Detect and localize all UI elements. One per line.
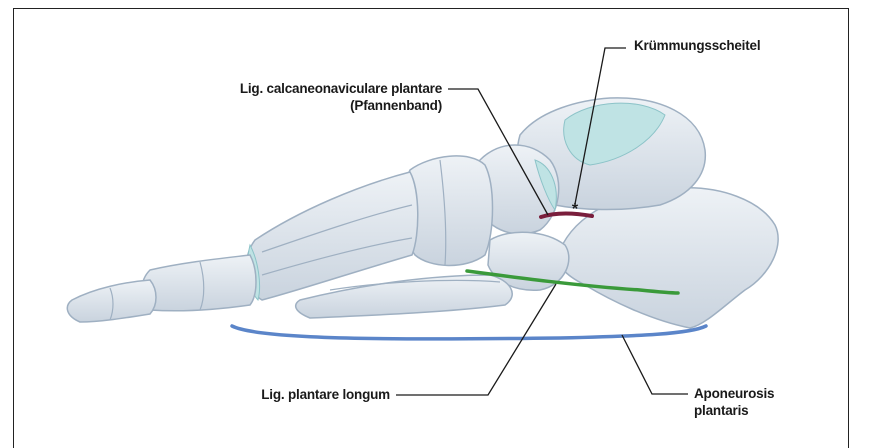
aponeurosis-plantaris-line: [232, 326, 706, 339]
label-calcaneonaviculare-line2: (Pfannenband): [190, 98, 442, 114]
lateral-metatarsal: [296, 275, 513, 318]
foot-skeleton-illustration: *: [0, 0, 870, 430]
metatarsal-bones: [246, 172, 418, 300]
label-kruemmungsscheitel: Krümmungsscheitel: [634, 38, 760, 54]
leader-aponeurosis: [622, 335, 688, 394]
label-aponeurosis-line2: plantaris: [694, 403, 748, 419]
label-plantare-longum: Lig. plantare longum: [200, 387, 390, 403]
label-calcaneonaviculare-line1: Lig. calcaneonaviculare plantare: [190, 81, 442, 97]
label-aponeurosis-line1: Aponeurosis: [694, 386, 774, 402]
ligamentum-calcaneonaviculare-line: [541, 214, 592, 218]
phalanges-bones: [142, 255, 256, 311]
